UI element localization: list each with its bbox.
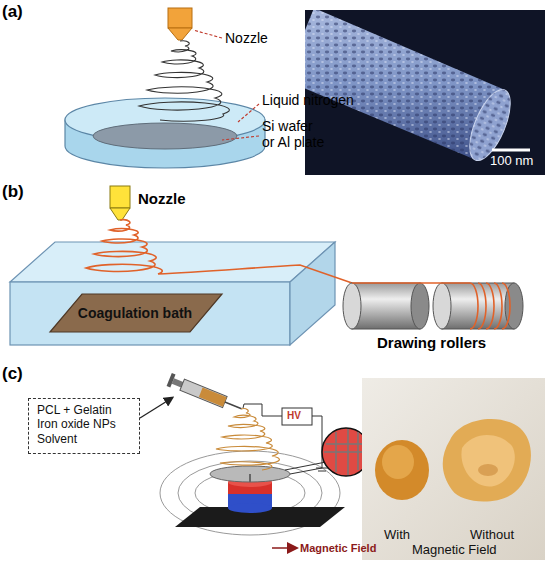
photo-caption: With bbox=[384, 528, 410, 543]
hv-label: HV bbox=[287, 410, 301, 422]
coagulation-plate: Coagulation bath bbox=[46, 292, 224, 334]
nozzle bbox=[110, 186, 130, 220]
sample-photo bbox=[382, 445, 414, 479]
nozzle bbox=[168, 28, 192, 40]
magnifier bbox=[285, 462, 326, 470]
drawing-roller bbox=[343, 283, 361, 329]
sample-photo bbox=[461, 435, 514, 487]
nitrogen-dish bbox=[65, 98, 265, 168]
sample-photo bbox=[478, 464, 498, 476]
material-box: PCL + Gelatin Iron oxide NPs Solvent bbox=[28, 398, 140, 454]
sample-photo bbox=[443, 419, 531, 502]
fiber-winding bbox=[470, 283, 478, 329]
magnifier bbox=[357, 432, 359, 470]
panel-letter: (b) bbox=[2, 182, 24, 202]
fiber-winding bbox=[494, 283, 502, 329]
magnet-collector bbox=[249, 474, 251, 482]
leader-line bbox=[193, 30, 222, 38]
photo-caption: Without bbox=[470, 528, 514, 543]
nozzle bbox=[168, 8, 192, 40]
magnet-collector bbox=[210, 466, 290, 482]
part-label: Nozzle bbox=[138, 190, 186, 207]
leader-line bbox=[222, 136, 259, 140]
syringe bbox=[167, 373, 176, 387]
leader-line bbox=[193, 30, 259, 140]
magnifier bbox=[324, 429, 368, 475]
fiber-winding bbox=[478, 283, 486, 329]
panel-letter: (c) bbox=[2, 364, 23, 384]
fiber-winding bbox=[502, 283, 510, 329]
drawing-roller bbox=[352, 283, 420, 329]
magnifier bbox=[335, 432, 337, 472]
sem-image bbox=[492, 149, 530, 152]
fiber-spiral bbox=[216, 409, 279, 470]
magnifier bbox=[326, 443, 366, 445]
node-text: Coagulation bath bbox=[78, 305, 192, 322]
magnet-collector bbox=[175, 466, 345, 527]
field-label: Magnetic Field bbox=[300, 542, 376, 555]
syringe bbox=[180, 379, 227, 407]
hv-supply bbox=[282, 408, 312, 425]
drawing-roller bbox=[433, 283, 451, 329]
magnet-collector bbox=[228, 503, 272, 513]
syringe bbox=[199, 388, 227, 407]
plate-shape bbox=[50, 294, 222, 332]
photo-caption: Magnetic Field bbox=[412, 543, 497, 558]
sample-photo bbox=[375, 440, 429, 500]
nozzle bbox=[110, 186, 130, 208]
part-label: Si wafer or Al plate bbox=[262, 118, 327, 150]
bath-tank bbox=[10, 242, 335, 345]
part-label: Liquid nitrogen bbox=[262, 92, 354, 108]
hv-supply bbox=[243, 404, 282, 416]
magnifier bbox=[324, 451, 368, 453]
hv-supply bbox=[316, 468, 328, 469]
fiber-winding bbox=[352, 283, 510, 329]
leader-line bbox=[238, 104, 259, 122]
syringe bbox=[225, 402, 242, 409]
bath-tank bbox=[10, 282, 290, 345]
hv-supply bbox=[243, 404, 328, 474]
fiber-winding bbox=[352, 282, 470, 284]
drawing-roller bbox=[442, 283, 514, 329]
part-label: Nozzle bbox=[225, 30, 268, 46]
field-arrow bbox=[272, 547, 296, 549]
nitrogen-dish bbox=[93, 123, 237, 149]
sample-photo bbox=[362, 378, 545, 560]
feed-arrow bbox=[140, 398, 172, 418]
scale-label: 100 nm bbox=[490, 154, 533, 169]
fiber-winding bbox=[486, 283, 494, 329]
part-label: Drawing rollers bbox=[377, 334, 486, 351]
fiber-spiral bbox=[139, 41, 229, 121]
sample-photo bbox=[362, 378, 545, 560]
hv-supply bbox=[318, 471, 326, 472]
drawing-roller bbox=[343, 283, 523, 329]
magnifier bbox=[347, 429, 349, 475]
hv-supply bbox=[290, 416, 322, 474]
panel-letter: (a) bbox=[2, 2, 23, 22]
bath-tank bbox=[290, 242, 335, 345]
drawing-roller bbox=[411, 283, 429, 329]
bath-tank bbox=[10, 242, 335, 282]
nozzle bbox=[110, 208, 130, 220]
node-text: PCL + Gelatin Iron oxide NPs Solvent bbox=[37, 403, 131, 446]
syringe bbox=[167, 373, 245, 415]
fiber-spiral bbox=[86, 220, 352, 283]
magnifier bbox=[285, 428, 370, 476]
nozzle bbox=[168, 8, 192, 28]
